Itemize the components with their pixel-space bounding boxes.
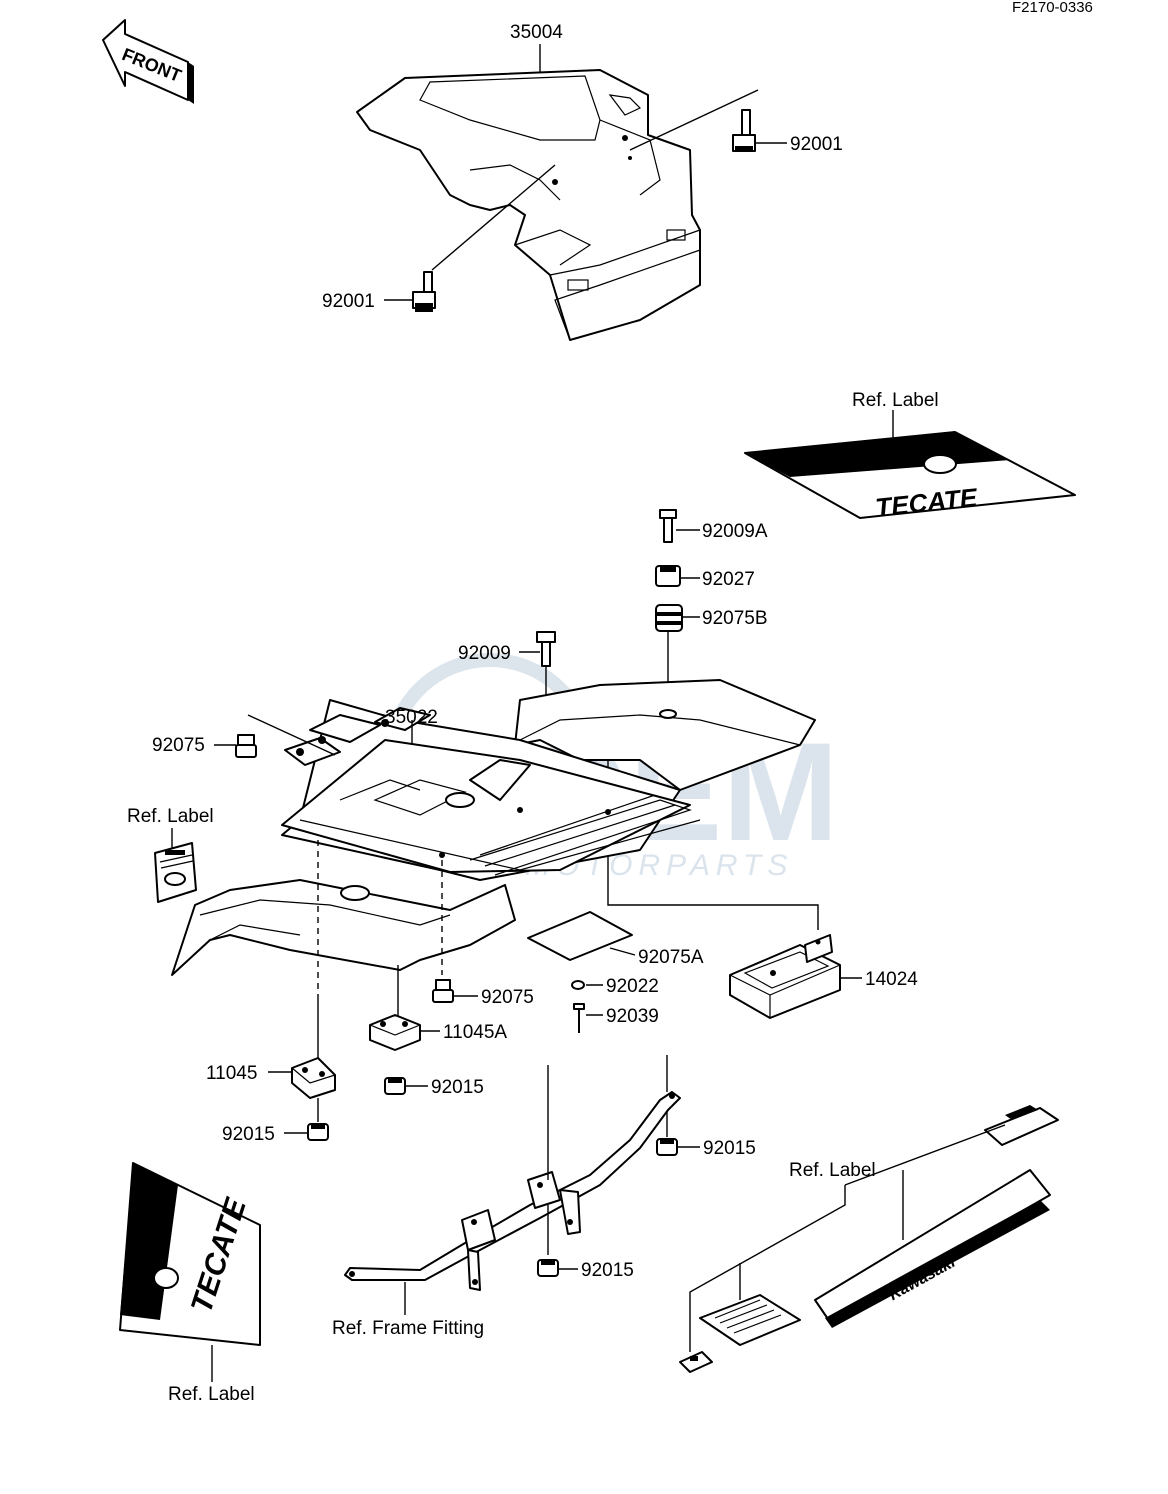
nut-92015-c	[656, 1138, 678, 1156]
tecate-decal-bottom-left: TECATE	[119, 1162, 261, 1346]
pin-92039	[573, 1003, 585, 1033]
grommet-92075B	[655, 604, 683, 632]
callout-11045A: 11045A	[443, 1022, 507, 1043]
bracket-11045A	[369, 1014, 421, 1051]
warning-label-decal	[699, 1294, 801, 1346]
nut-92015-d	[537, 1259, 559, 1277]
ref-label-left-sticker	[154, 842, 197, 903]
callout-ref-label-left: Ref. Label	[127, 806, 214, 827]
callout-ref-label-right: Ref. Label	[789, 1160, 876, 1181]
rear-fender-35022	[171, 679, 816, 976]
clip-92075-bottom	[432, 979, 454, 1003]
callout-92075B: 92075B	[702, 608, 768, 629]
box-14024	[729, 934, 841, 1019]
callout-35022: 35022	[385, 707, 438, 728]
bolt-92009	[536, 631, 556, 667]
callout-11045: 11045	[206, 1063, 257, 1084]
reflector-decal	[984, 1105, 1059, 1146]
callout-35004: 35004	[510, 22, 563, 43]
nut-92015-b	[307, 1123, 329, 1141]
kawasaki-decal-side: Kawasaki	[814, 1169, 1051, 1328]
callout-92075A: 92075A	[638, 947, 704, 968]
callout-92015-b: 92015	[222, 1124, 275, 1145]
callout-92015-d: 92015	[581, 1260, 634, 1281]
callout-92075-top: 92075	[152, 735, 205, 756]
bolt-92001-right	[732, 109, 756, 152]
frame-fitting	[344, 1091, 681, 1291]
callout-ref-frame-fitting: Ref. Frame Fitting	[332, 1318, 484, 1339]
callout-92001-left: 92001	[322, 291, 375, 312]
bolt-92009A	[659, 509, 677, 543]
callout-92015-a: 92015	[431, 1077, 484, 1098]
figure-code: F2170-0336	[1012, 0, 1093, 16]
washer-92022	[571, 980, 585, 990]
callout-ref-label-top: Ref. Label	[852, 390, 939, 411]
clip-92075-top	[235, 734, 257, 758]
bolt-92001-left	[412, 271, 436, 312]
callout-ref-label-bottom: Ref. Label	[168, 1384, 255, 1405]
callout-92027: 92027	[702, 569, 755, 590]
rear-fender-35004	[356, 69, 701, 341]
callout-92015-c: 92015	[703, 1138, 756, 1159]
tecate-decal-top: TECATE	[744, 431, 1076, 523]
bracket-11045	[291, 1057, 336, 1099]
front-arrow-icon: FRONT	[102, 19, 194, 104]
callout-14024: 14024	[865, 969, 918, 990]
callout-92075-bottom: 92075	[481, 987, 534, 1008]
callout-92009: 92009	[458, 643, 511, 664]
callout-92009A: 92009A	[702, 521, 768, 542]
callout-92022: 92022	[606, 976, 659, 997]
plate-92075A	[527, 911, 633, 961]
nut-92015-a	[384, 1077, 406, 1095]
callout-92001-right: 92001	[790, 134, 843, 155]
small-label-decal	[679, 1351, 713, 1373]
collar-92027	[655, 565, 681, 587]
callout-92039: 92039	[606, 1006, 659, 1027]
